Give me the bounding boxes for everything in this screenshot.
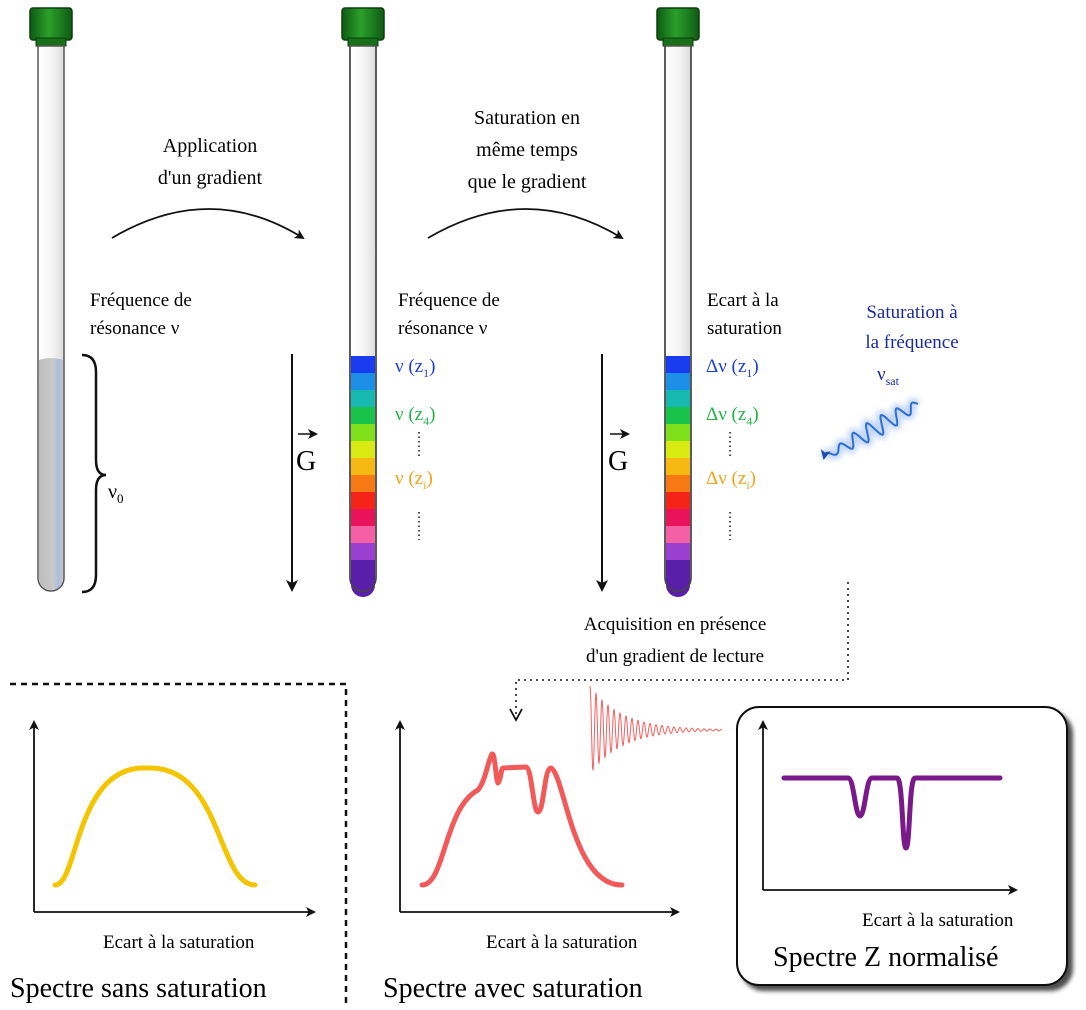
color-band xyxy=(351,492,375,510)
color-band xyxy=(666,475,690,493)
color-band xyxy=(351,441,375,459)
nmr-tube-3 xyxy=(656,7,700,597)
arrow2-label-line1: Saturation en xyxy=(474,107,580,129)
arrow1-label-line2: d'un gradient xyxy=(158,167,263,189)
svg-text:G: G xyxy=(296,446,316,477)
panel-left-xlabel: Ecart à la saturation xyxy=(103,932,255,953)
tube-cap xyxy=(656,7,700,41)
color-band xyxy=(666,407,690,425)
yellow-curve xyxy=(52,765,258,888)
color-band xyxy=(666,526,690,544)
color-band-bottom xyxy=(666,577,690,597)
panel-middle-title: Spectre avec saturation xyxy=(383,973,643,1004)
tube-liquid xyxy=(39,358,63,590)
panel-right-title: Spectre Z normalisé xyxy=(773,942,998,973)
color-band xyxy=(666,458,690,476)
tube-cap-neck xyxy=(35,37,67,47)
freq-label-1-line1: Fréquence de xyxy=(90,290,192,311)
freq-label-2-line1: Fréquence de xyxy=(398,290,500,311)
dnu-zi-label: Δν (zi) xyxy=(706,468,756,492)
color-band xyxy=(666,441,690,459)
nu0-label: ν0 xyxy=(108,481,124,506)
acquisition-dotted-path xyxy=(515,582,849,716)
color-band xyxy=(666,390,690,408)
color-band xyxy=(666,492,690,510)
rf-wave-icon xyxy=(819,397,920,460)
color-band xyxy=(666,424,690,442)
color-band xyxy=(666,356,690,374)
nu-sat-label: νsat xyxy=(877,364,900,388)
panel-left-title: Spectre sans saturation xyxy=(10,973,267,1004)
color-band xyxy=(351,458,375,476)
nmr-tube-1 xyxy=(29,7,73,592)
color-band xyxy=(351,373,375,391)
panel-spectrum-without-saturation: Ecart à la saturation Spectre sans satur… xyxy=(10,682,348,1005)
arrow2-label-line3: que le gradient xyxy=(468,171,587,193)
color-band xyxy=(666,373,690,391)
panel-spectrum-with-saturation: Ecart à la saturation Spectre avec satur… xyxy=(383,720,680,1004)
color-band xyxy=(351,543,375,561)
nu-zi-label: ν (zi) xyxy=(395,468,433,492)
saturation-note-line1: Saturation à xyxy=(866,302,958,323)
gradient-vector-2: G xyxy=(608,429,630,477)
color-band xyxy=(351,509,375,527)
saturation-note-line2: la fréquence xyxy=(865,332,958,353)
color-band xyxy=(351,475,375,493)
color-band xyxy=(351,356,375,374)
acquisition-arrowhead xyxy=(509,708,523,722)
arrow-step1-to-step2 xyxy=(111,208,305,240)
dnu-z4-label: Δν (z4) xyxy=(706,404,759,428)
tube-cap-neck xyxy=(347,37,379,47)
svg-text:G: G xyxy=(608,446,628,477)
gradient-vector-1: G xyxy=(296,429,318,477)
tube-cap xyxy=(29,7,73,41)
color-band xyxy=(666,509,690,527)
panel-right-xlabel: Ecart à la saturation xyxy=(862,910,1014,931)
purple-curve xyxy=(781,775,1003,851)
acquisition-line1: Acquisition en présence xyxy=(584,614,767,635)
red-curve xyxy=(419,751,625,888)
color-band xyxy=(351,526,375,544)
nmr-tube-2 xyxy=(341,7,385,597)
acquisition-line2: d'un gradient de lecture xyxy=(586,646,764,667)
freq-label-1-line2: résonance ν xyxy=(90,318,180,339)
fid-signal xyxy=(589,685,723,771)
arrow2-label-line2: même temps xyxy=(476,139,578,161)
offset-label-line2: saturation xyxy=(707,318,782,339)
color-band xyxy=(666,543,690,561)
nu-z1-label: ν (z1) xyxy=(395,356,435,380)
freq-label-2-line2: résonance ν xyxy=(398,318,488,339)
panel-middle-xlabel: Ecart à la saturation xyxy=(486,932,638,953)
panel-normalized-z-spectrum: Ecart à la saturation Spectre Z normalis… xyxy=(736,706,1068,986)
color-band xyxy=(666,560,690,578)
nu-z4-label: ν (z4) xyxy=(395,404,435,428)
color-bands xyxy=(666,356,690,597)
arrow-step2-to-step3 xyxy=(427,208,624,240)
color-band xyxy=(351,407,375,425)
tube-cap-neck xyxy=(662,37,694,47)
color-band-bottom xyxy=(351,577,375,597)
dnu-z1-label: Δν (z1) xyxy=(706,356,759,380)
nu0-brace xyxy=(81,353,107,594)
panel-dashed-border xyxy=(10,682,348,1005)
color-band xyxy=(351,390,375,408)
color-bands xyxy=(351,356,375,597)
tube-cap xyxy=(341,7,385,41)
color-band xyxy=(351,424,375,442)
offset-label-line1: Ecart à la xyxy=(707,290,779,311)
arrow1-label-line1: Application xyxy=(163,135,257,157)
color-band xyxy=(351,560,375,578)
